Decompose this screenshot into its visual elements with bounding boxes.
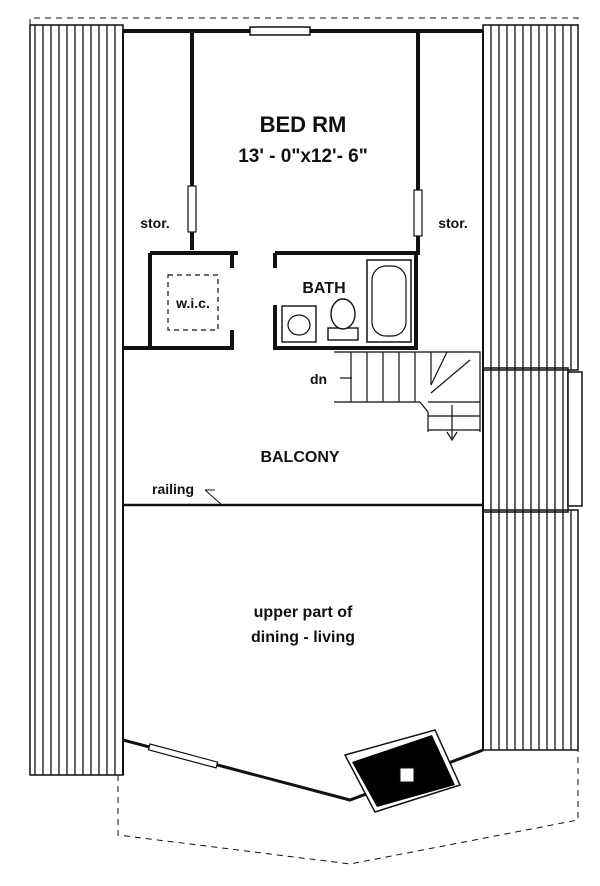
wic-shelf [167,274,219,331]
bedroom-label: BED RM [260,112,347,137]
roof-slope-right-lower [482,509,579,751]
stair [334,351,481,442]
open-area-label-2: dining - living [251,629,355,646]
open-area-label-1: upper part of [254,604,353,621]
dormer-side [482,367,569,513]
storage-left-label: stor. [140,215,170,231]
bedroom-dimensions: 13' - 0"x12'- 6" [238,146,368,167]
window-top [249,26,311,36]
chimney [343,729,462,813]
bedroom-door-left [187,185,197,233]
toilet-bowl [330,298,356,330]
bath-label: BATH [302,280,345,297]
toilet-tank [327,327,359,341]
bedroom-door-right [413,189,423,237]
balcony-label: BALCONY [260,449,339,466]
wic-label: w.i.c. [175,295,210,311]
roof-outline-dashed [29,17,579,865]
storage-right-label: stor. [438,215,468,231]
dormer-edge [567,371,583,507]
roof-slope-left [29,24,124,776]
stair-down-label: dn [310,371,327,387]
bathtub-inner [371,265,407,337]
roof-slope-right-upper [482,24,579,371]
railing-label: railing [152,481,194,497]
sink-basin [287,314,311,336]
window-front [147,743,219,769]
railing-leader [204,489,223,506]
